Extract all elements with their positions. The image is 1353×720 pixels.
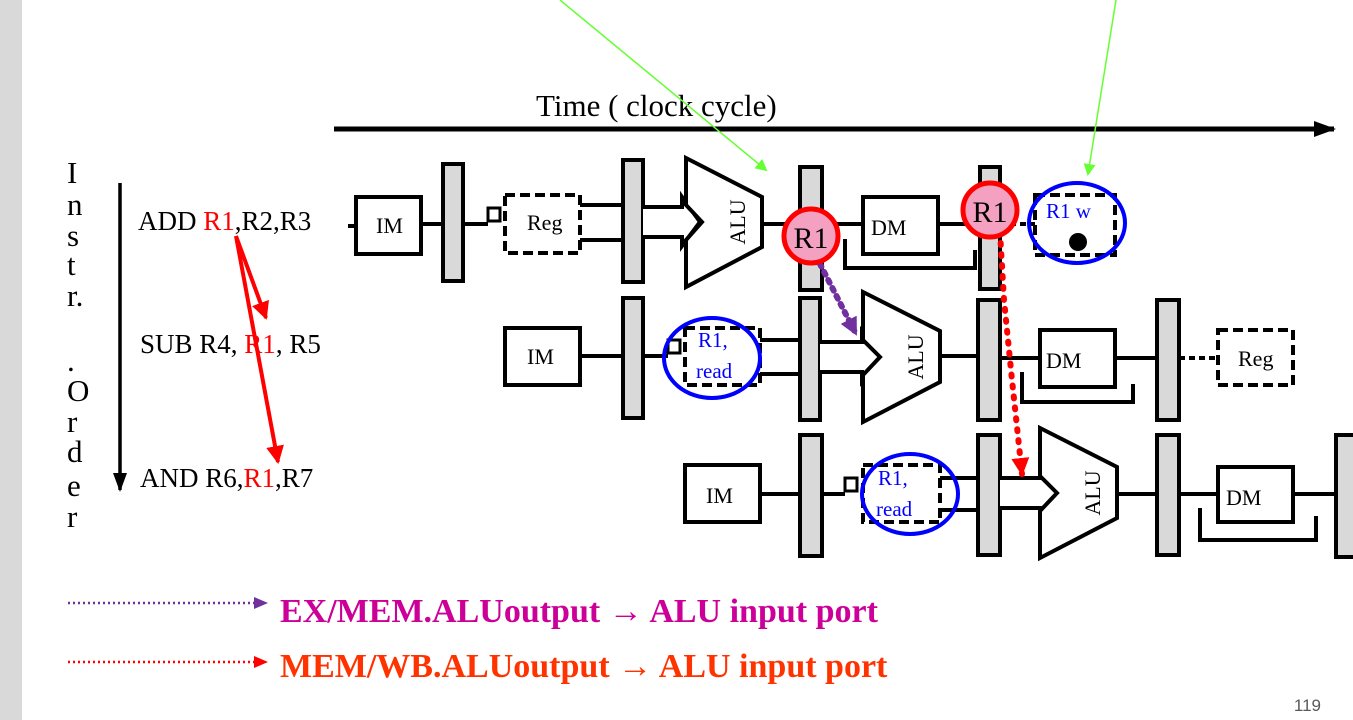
legend: EX/MEM.ALUoutput → ALU input port MEM/WB…: [68, 593, 888, 685]
pipeline-register: [798, 433, 824, 558]
dm-stage: [1216, 465, 1295, 524]
im-label: IM: [527, 344, 554, 369]
pipeline-register: [621, 158, 645, 284]
pipeline-register: [976, 433, 1002, 557]
svg-text:R1: R1: [793, 222, 828, 255]
order-letter: I: [67, 155, 77, 190]
reg-label: Reg: [527, 210, 562, 235]
slide-number: 119: [1293, 696, 1321, 715]
reg-stage: [861, 463, 942, 524]
r1-read-highlight: R1, read: [860, 452, 960, 536]
green-pointer-write: [1083, 0, 1117, 176]
order-letter: n: [67, 187, 83, 222]
legend-mem-wb-text: MEM/WB.ALUoutput → ALU input port: [280, 648, 888, 685]
legend-ex-mem-text: EX/MEM.ALUoutput → ALU input port: [280, 593, 879, 630]
alu-unit: [861, 288, 942, 426]
write-dot: [1069, 233, 1087, 251]
dm-label: DM: [1046, 348, 1081, 373]
pipeline-register: [621, 296, 645, 420]
dependency-arrow-sub: [234, 235, 269, 320]
pipeline-register: [1334, 433, 1353, 559]
reg-stage: [683, 326, 762, 387]
order-letter: r: [67, 404, 78, 439]
r1-alu-output-bubble: R1: [781, 206, 841, 266]
svg-text:read: read: [696, 359, 733, 383]
order-letter: .: [67, 343, 75, 378]
pipeline-row-and: IM ALU DM: [683, 424, 1353, 562]
svg-text:R1,: R1,: [878, 466, 908, 490]
order-letter: d: [67, 434, 83, 469]
r1-mem-output-bubble: R1: [960, 180, 1020, 240]
pipeline-register: [976, 298, 1002, 422]
green-pointer-alu: [559, 0, 768, 172]
left-edge-strip: [0, 0, 22, 720]
r1-read-highlight: R1, read: [662, 316, 762, 400]
pipeline-row-add: IM Reg ALU DM: [348, 154, 1117, 292]
svg-text:read: read: [876, 497, 913, 521]
order-letter: r.: [67, 278, 83, 313]
mem-wb-forwarding-arrow: [997, 229, 1030, 477]
order-letter: O: [67, 373, 89, 408]
im-label: IM: [376, 213, 403, 238]
instruction-order-arrowhead: [113, 473, 127, 492]
pipeline-register: [798, 296, 822, 422]
r1-write-highlight: R1 w: [1027, 181, 1127, 265]
alu-unit: [684, 154, 764, 291]
im-label: IM: [706, 483, 733, 508]
pipeline-register: [1155, 298, 1181, 422]
alu-label: ALU: [903, 334, 928, 379]
dm-stage: [1038, 328, 1117, 389]
alu-label: ALU: [1080, 470, 1105, 515]
alu-unit: [1038, 424, 1119, 562]
instruction-sub: SUB R4, R1, R5: [140, 329, 321, 359]
pipeline-register: [441, 162, 465, 283]
dm-label: DM: [1226, 485, 1261, 510]
pipeline-register: [1155, 433, 1181, 557]
ex-mem-forwarding-arrow: [817, 261, 859, 337]
svg-text:R1 w: R1 w: [1046, 199, 1092, 223]
im-stage: [354, 195, 423, 256]
order-letter: e: [67, 468, 81, 503]
instruction-add: ADD R1,R2,R3: [138, 206, 311, 236]
im-stage: [503, 326, 582, 387]
time-label: Time ( clock cycle): [536, 88, 777, 123]
order-letter: t: [67, 247, 76, 282]
pipeline-row-sub: IM ALU DM Reg: [503, 288, 1295, 426]
reg-stage: [503, 193, 582, 255]
order-letter: r: [67, 499, 78, 534]
order-letter: s: [67, 218, 79, 253]
alu-label: ALU: [725, 199, 750, 244]
dependency-arrow-and: [234, 235, 284, 464]
reg-write-stage: [1216, 328, 1295, 387]
instruction-and: AND R6,R1,R7: [140, 463, 313, 493]
instruction-order-label: I n s t r. . O r d e r: [67, 155, 89, 534]
dm-label: DM: [871, 215, 906, 240]
svg-text:R1,: R1,: [698, 328, 728, 352]
im-stage: [683, 463, 762, 524]
reg-label: Reg: [1238, 346, 1273, 371]
svg-text:R1: R1: [972, 196, 1007, 229]
